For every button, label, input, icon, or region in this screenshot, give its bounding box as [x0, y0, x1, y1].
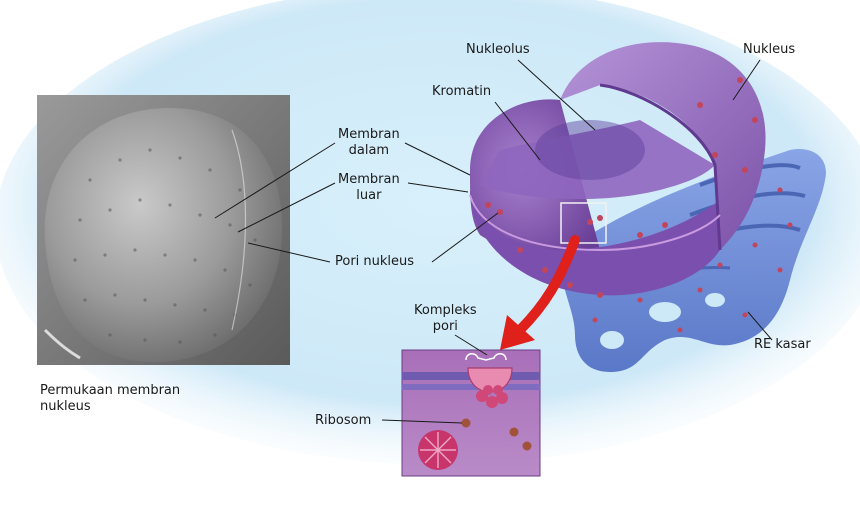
- label-kompleks-pori: Kompleks pori: [414, 303, 477, 335]
- label-membran-luar-line1: Membran: [338, 172, 400, 188]
- label-membran-dalam: Membran dalam: [338, 127, 400, 159]
- label-membran-luar-line2: luar: [338, 188, 400, 204]
- label-nukleus: Nukleus: [743, 42, 795, 58]
- pore-inset: [402, 350, 540, 476]
- sem-micrograph: [37, 70, 290, 365]
- label-pori-nukleus: Pori nukleus: [335, 254, 414, 270]
- caption-line2: nukleus: [40, 399, 180, 415]
- label-kompleks-pori-line1: Kompleks: [414, 303, 477, 319]
- label-membran-luar: Membran luar: [338, 172, 400, 204]
- caption-permukaan-membran: Permukaan membran nukleus: [40, 383, 180, 415]
- label-kromatin: Kromatin: [432, 84, 491, 100]
- label-kompleks-pori-line2: pori: [414, 319, 477, 335]
- label-re-kasar: RE kasar: [754, 337, 811, 353]
- label-nukleolus: Nukleolus: [466, 42, 530, 58]
- caption-line1: Permukaan membran: [40, 383, 180, 399]
- label-membran-dalam-line1: Membran: [338, 127, 400, 143]
- label-ribosom: Ribosom: [315, 413, 371, 429]
- label-membran-dalam-line2: dalam: [338, 143, 400, 159]
